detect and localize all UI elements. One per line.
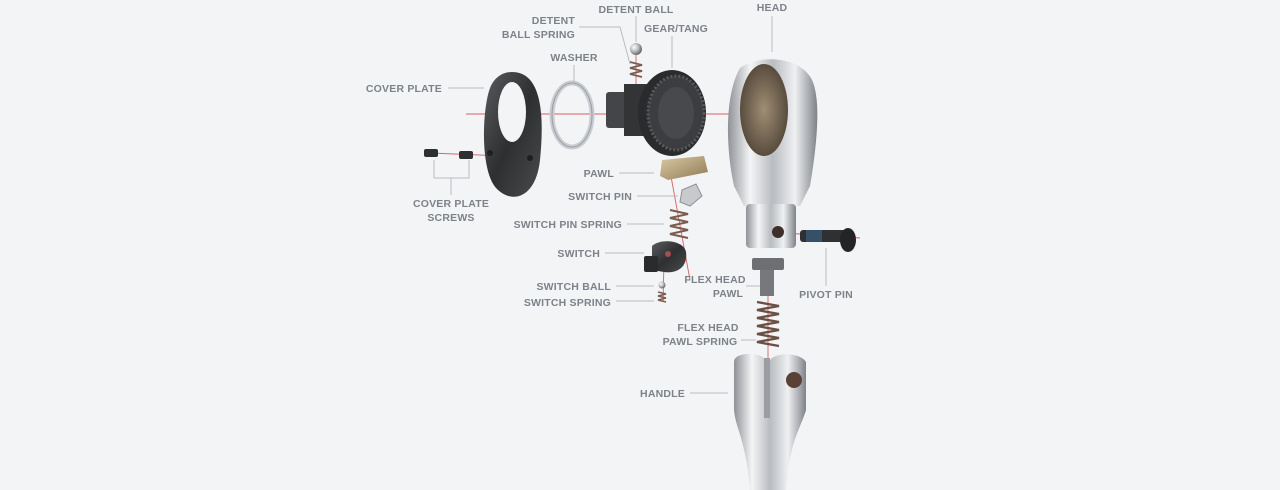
label-cover-plate-screws-line1: COVER PLATE [413,198,489,210]
label-detent-ball: DETENT BALL [598,4,673,16]
switch-pin-spring [669,209,689,239]
washer [549,80,595,150]
label-head: HEAD [757,2,788,14]
switch-spring [657,291,667,303]
label-flex-head-pawl-spring-line1: FLEX HEAD [677,322,739,334]
handle [734,353,806,490]
switch [644,241,687,273]
cover-plate-screws [424,149,473,159]
switch-ball [658,281,666,289]
label-detent-ball-spring-line1: DETENT [532,15,576,27]
cover-plate [483,72,542,197]
label-cover-plate: COVER PLATE [366,83,442,95]
label-flex-head-pawl-line1: FLEX HEAD [684,274,746,286]
pawl [660,156,708,180]
flex-head-pawl-spring [756,300,780,348]
labels: DETENT BALL DETENT BALL SPRING GEAR/TANG… [366,2,853,400]
label-switch-spring: SWITCH SPRING [524,297,611,309]
leader-lines [433,16,827,394]
label-flex-head-pawl-spring-line2: PAWL SPRING [663,336,738,348]
head [727,59,818,248]
switch-pin [679,183,703,207]
label-washer: WASHER [550,52,598,64]
label-pivot-pin: PIVOT PIN [799,289,853,301]
detent-ball-spring [629,61,643,78]
label-flex-head-pawl-line2: PAWL [713,288,744,300]
label-switch-pin: SWITCH PIN [568,191,632,203]
gear-tang [606,70,706,156]
label-handle: HANDLE [640,388,685,400]
pivot-pin [800,228,856,252]
label-pawl: PAWL [584,168,615,180]
flex-head-pawl [752,258,784,296]
detent-ball [630,43,642,55]
label-switch-ball: SWITCH BALL [536,281,611,293]
label-cover-plate-screws-line2: SCREWS [427,212,474,224]
label-detent-ball-spring-line2: BALL SPRING [502,29,575,41]
label-switch-pin-spring: SWITCH PIN SPRING [514,219,622,231]
label-gear-tang: GEAR/TANG [644,23,708,35]
label-switch: SWITCH [557,248,600,260]
